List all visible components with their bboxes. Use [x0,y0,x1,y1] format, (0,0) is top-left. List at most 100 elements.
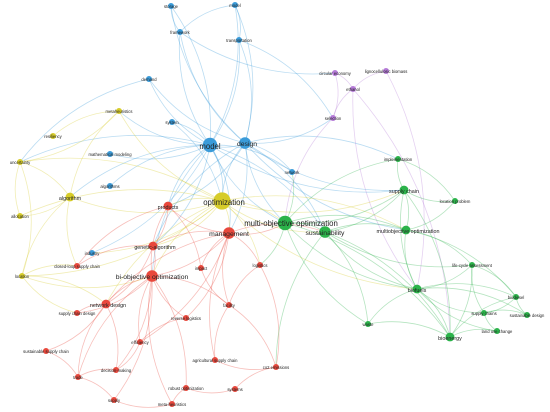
edge-model-framework [178,31,211,146]
node-waste[interactable] [365,321,371,327]
node-network[interactable] [289,169,295,175]
node-sustainability[interactable] [319,226,331,238]
edge-biofuels-bioenergy [416,288,451,338]
node-management[interactable] [223,227,235,239]
node-closed_loop[interactable] [74,263,80,269]
node-biodiesel[interactable] [513,294,519,300]
node-sustainable_design[interactable] [524,312,530,318]
node-design[interactable] [239,137,251,149]
node-supply_chains[interactable] [481,310,487,316]
edge-optimization-bi_objective [151,200,223,277]
node-agricultural_supply_chain[interactable] [212,357,218,363]
label-meta_heuristics: meta-heuristics [158,402,186,407]
node-system[interactable] [169,119,175,125]
node-resiliency[interactable] [50,133,56,139]
node-algorithms[interactable] [107,183,113,189]
edge-design-multi_objective_optimization [244,142,286,224]
edge-bioenergy-life_cycle_assessment [449,264,473,338]
node-circular_economy[interactable] [332,70,338,76]
edge-metaheuristics-algorithm [69,110,120,198]
node-storage[interactable] [168,3,174,9]
edge-bi_objective-supply_chain_design [76,275,153,314]
edge-model-algorithm [69,144,211,198]
node-model[interactable] [202,137,218,153]
node-multiobjective_optimization[interactable] [401,225,411,235]
label-algorithm: algorithm [59,196,82,202]
edge-bi_objective-reverse_logistics [151,275,187,319]
node-transportation[interactable] [236,37,242,43]
node-bi_objective[interactable] [146,270,158,282]
node-supply_chain_design[interactable] [74,310,80,316]
node-supply[interactable] [111,397,117,403]
node-industry[interactable] [89,250,95,256]
label-allocation: allocation [11,214,29,219]
label-storage: storage [164,4,179,9]
edge-sustainability-bioenergy [324,231,451,338]
edge-sustainability-life_cycle_assessment [324,231,473,268]
edge-design-supply_chain [244,142,405,191]
node-location[interactable] [19,273,25,279]
node-land_use_change[interactable] [494,328,500,334]
node-framework[interactable] [177,29,183,35]
edge-design-sustainability [244,142,326,233]
edge-facility-co2_emissions [228,304,277,368]
node-implementation[interactable] [395,156,401,162]
node-impact[interactable] [198,265,204,271]
label-lignocellulosic_biomass: lignocellulosic biomass [365,69,408,74]
edge-ethanol-bioenergy [352,88,451,338]
node-reverse_logistics[interactable] [183,315,189,321]
edge-selection-multi_objective_optimization [284,117,334,224]
node-model_top[interactable] [232,2,238,8]
node-bioenergy[interactable] [445,332,455,342]
edge-products-bi_objective [150,205,169,277]
node-genetic_algorithm[interactable] [148,241,158,251]
node-metaheuristics[interactable] [116,108,122,114]
node-supply_chain[interactable] [399,185,409,195]
label-co2_emissions: co2 emissions [263,365,290,370]
node-decision_making[interactable] [113,367,119,373]
node-systems[interactable] [232,386,238,392]
node-ethanol[interactable] [350,86,356,92]
node-mathematical_modeling[interactable] [107,151,113,157]
label-algorithms: algorithms [100,184,119,189]
edge-sustainability-multiobjective_optimization [324,223,407,233]
node-network_design[interactable] [101,299,111,309]
edge-genetic_algorithm-network_design [105,245,154,305]
node-optimization[interactable] [213,192,231,210]
edge-sustainability-co2_emissions [275,231,326,368]
node-products[interactable] [163,201,173,211]
node-robust_optimization[interactable] [183,385,189,391]
edge-design-implementation [244,135,399,160]
node-allocation[interactable] [17,213,23,219]
node-facility[interactable] [226,302,232,308]
node-lignocellulosic_biomass[interactable] [383,68,389,74]
node-demand[interactable] [146,76,152,82]
node-selection[interactable] [330,115,336,121]
node-logistics[interactable] [257,262,263,268]
node-life_cycle_assessment[interactable] [469,262,475,268]
label-supply_chain_design: supply chain design [59,311,96,316]
node-sustainable_supply_chain[interactable] [43,348,49,354]
node-co2_emissions[interactable] [273,364,279,370]
edge-products-impact [167,205,202,269]
node-multi_objective_optimization[interactable] [277,215,293,231]
label-implementation: implementation [384,157,413,162]
node-algorithm[interactable] [65,192,75,202]
edge-products-closed_loop [76,205,169,267]
edge-supply_chains-sustainable_design [483,309,528,316]
edge-model-storage [170,5,211,146]
label-life_cycle_assessment: life-cycle assessment [452,263,493,268]
edge-design-selection [244,117,334,144]
edge-design-multiobjective_optimization [244,142,407,231]
node-meta_heuristics[interactable] [169,401,175,407]
node-trade[interactable] [75,374,81,380]
edge-management-reverse_logistics [185,232,230,319]
edge-algorithm-allocation [19,196,71,217]
edge-uncertainty-algorithm [19,161,71,198]
node-efficiency[interactable] [137,339,143,345]
node-biofuels[interactable] [412,284,422,294]
node-location_problem[interactable] [452,198,458,204]
label-reverse_logistics: reverse logistics [171,316,201,321]
node-uncertainty[interactable] [17,159,23,165]
label-agricultural_supply_chain: agricultural supply chain [193,358,239,363]
